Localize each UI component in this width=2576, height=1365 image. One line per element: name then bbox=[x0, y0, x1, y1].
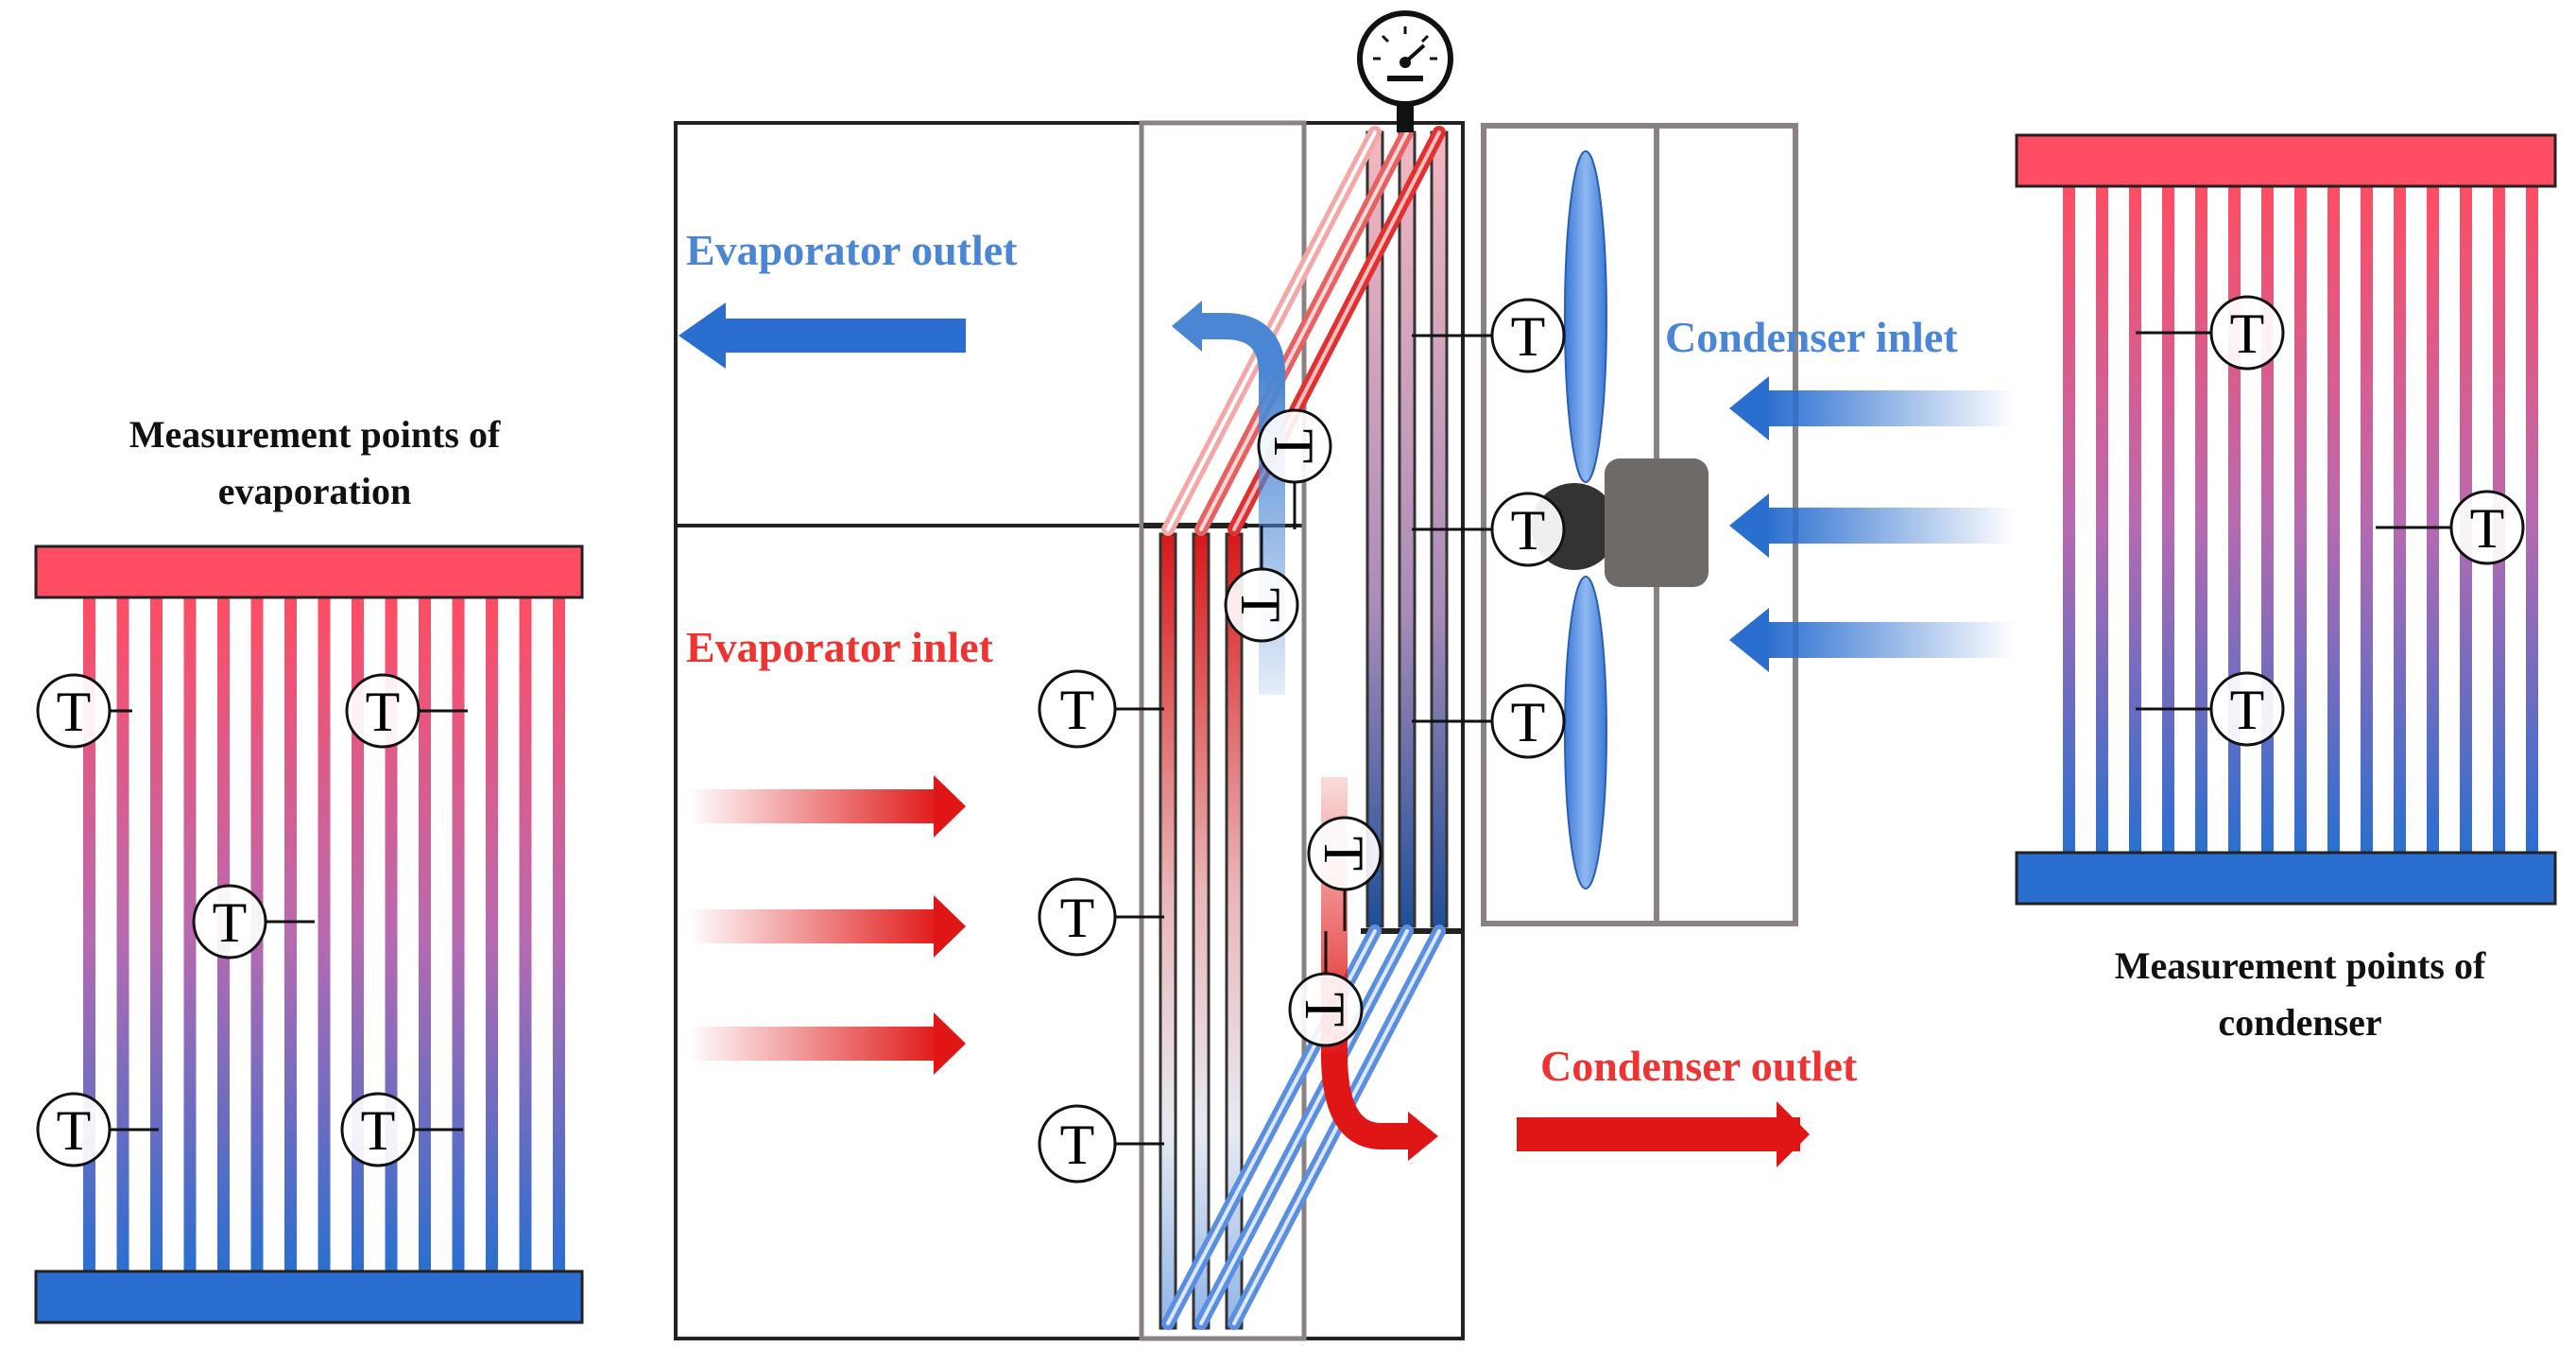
cond-points-title-line1: Measurement points of bbox=[2115, 944, 2486, 987]
sensor-label: T bbox=[366, 681, 401, 743]
condenser-inlet-arrows bbox=[1729, 376, 2016, 672]
heat-pipe bbox=[2063, 186, 2075, 853]
evap-sensor-group: T T T T T bbox=[36, 673, 468, 1167]
evaporator-inlet-label: Evaporator inlet bbox=[686, 623, 994, 671]
heat-pipe bbox=[2361, 186, 2373, 853]
condenser-inlet-label: Condenser inlet bbox=[1665, 313, 1958, 361]
evap-tube-2 bbox=[1192, 532, 1211, 1330]
evaporation-measurement-panel: Measurement points of evaporation T T T T T bbox=[34, 413, 584, 1324]
temperature-sensor-icon: T bbox=[1257, 408, 1332, 529]
sensor-label: T bbox=[1294, 993, 1356, 1028]
heat-pipe bbox=[150, 597, 163, 1271]
temperature-sensor-icon: T bbox=[1038, 669, 1164, 749]
cond-cold-header bbox=[2015, 851, 2557, 906]
condenser-measurement-panel: T T T Measurement points of condenser bbox=[2015, 133, 2557, 1044]
sensor-label: T bbox=[361, 1099, 396, 1162]
temperature-sensor-icon: T bbox=[36, 673, 132, 749]
sensor-label: T bbox=[1511, 305, 1546, 368]
heat-pipe bbox=[519, 597, 532, 1271]
temperature-sensor-icon: T bbox=[2136, 671, 2285, 747]
temperature-sensor-icon: T bbox=[1412, 492, 1566, 567]
sensor-label: T bbox=[1262, 429, 1325, 464]
heat-pipe bbox=[2129, 186, 2141, 853]
motor-icon bbox=[1605, 458, 1709, 587]
heat-pipe bbox=[318, 597, 331, 1271]
condenser-outlet-arrow bbox=[1517, 1101, 1810, 1167]
temperature-sensor-icon: T bbox=[2376, 490, 2525, 565]
sensor-label: T bbox=[1060, 679, 1095, 741]
heat-pipe bbox=[2228, 186, 2241, 853]
evaporator-inlet-arrows bbox=[688, 775, 966, 1075]
heat-pipe bbox=[2327, 186, 2340, 853]
temperature-sensor-icon: T bbox=[192, 884, 315, 959]
temperature-sensor-icon: T bbox=[1288, 931, 1364, 1047]
sensor-label: T bbox=[2230, 679, 2265, 741]
sensor-label: T bbox=[1229, 588, 1292, 623]
hx-housing-upper bbox=[1139, 120, 1307, 1341]
pressure-gauge-icon bbox=[1357, 10, 1453, 132]
heat-pipe bbox=[284, 597, 297, 1271]
sensor-label: T bbox=[2230, 302, 2265, 365]
heat-pipe bbox=[2394, 186, 2406, 853]
evap-tube-1 bbox=[1159, 532, 1177, 1330]
evaporator-outlet-label: Evaporator outlet bbox=[686, 226, 1018, 274]
evap-pipe-bundle bbox=[83, 597, 565, 1271]
heat-pipe bbox=[452, 597, 465, 1271]
evap-cold-header bbox=[34, 1270, 584, 1324]
temperature-sensor-icon: T bbox=[1412, 298, 1566, 373]
cond-pipe-bundle bbox=[2063, 186, 2538, 853]
temperature-sensor-icon: T bbox=[1038, 877, 1164, 957]
heat-pipe bbox=[2162, 186, 2174, 853]
sensor-label: T bbox=[1313, 837, 1375, 872]
temperature-sensor-icon: T bbox=[2136, 295, 2285, 371]
heat-pipe bbox=[553, 597, 565, 1271]
test-rig-center: Evaporator outlet Evaporator inlet Conde… bbox=[674, 10, 2016, 1341]
evap-points-title-line1: Measurement points of bbox=[129, 413, 501, 456]
heat-pipe bbox=[2195, 186, 2207, 853]
evaporator-duct-frame bbox=[674, 121, 1465, 1340]
temperature-sensor-icon: T bbox=[345, 673, 468, 749]
temperature-sensor-icon: T bbox=[340, 1092, 463, 1167]
heat-pipe bbox=[116, 597, 129, 1271]
heat-pipe bbox=[2261, 186, 2274, 853]
heat-pipe bbox=[183, 597, 197, 1271]
temperature-sensor-icon: T bbox=[1307, 816, 1382, 931]
heat-pipe bbox=[419, 597, 431, 1271]
sensor-label: T bbox=[57, 681, 92, 743]
heat-pipe bbox=[2294, 186, 2307, 853]
sensor-label: T bbox=[1511, 691, 1546, 753]
temperature-sensor-icon: T bbox=[1038, 1104, 1164, 1184]
heat-pipe bbox=[2526, 186, 2538, 853]
condenser-outlet-label: Condenser outlet bbox=[1540, 1042, 1858, 1090]
cond-hot-header bbox=[2015, 133, 2557, 188]
sensor-label: T bbox=[1511, 499, 1546, 562]
temperature-sensor-icon: T bbox=[1412, 683, 1566, 759]
cond-sensor-group: T T T bbox=[2136, 295, 2525, 747]
heat-pipe bbox=[2096, 186, 2108, 853]
sensor-label: T bbox=[57, 1099, 92, 1162]
heat-pipe bbox=[486, 597, 498, 1271]
sensor-label: T bbox=[1060, 887, 1095, 949]
sensor-label: T bbox=[1060, 1114, 1095, 1176]
evap-points-title-line2: evaporation bbox=[218, 470, 411, 512]
center-sensor-group: T T T T T T T T T T bbox=[1038, 298, 1566, 1184]
temperature-sensor-icon: T bbox=[1224, 526, 1299, 643]
evaporator-outlet-arrow bbox=[678, 302, 966, 369]
evap-hot-header bbox=[34, 544, 584, 599]
heat-pipe bbox=[2427, 186, 2439, 853]
sensor-label: T bbox=[2470, 497, 2505, 560]
cond-points-title-line2: condenser bbox=[2218, 1001, 2381, 1044]
temperature-sensor-icon: T bbox=[36, 1092, 159, 1167]
sensor-label: T bbox=[213, 891, 248, 954]
